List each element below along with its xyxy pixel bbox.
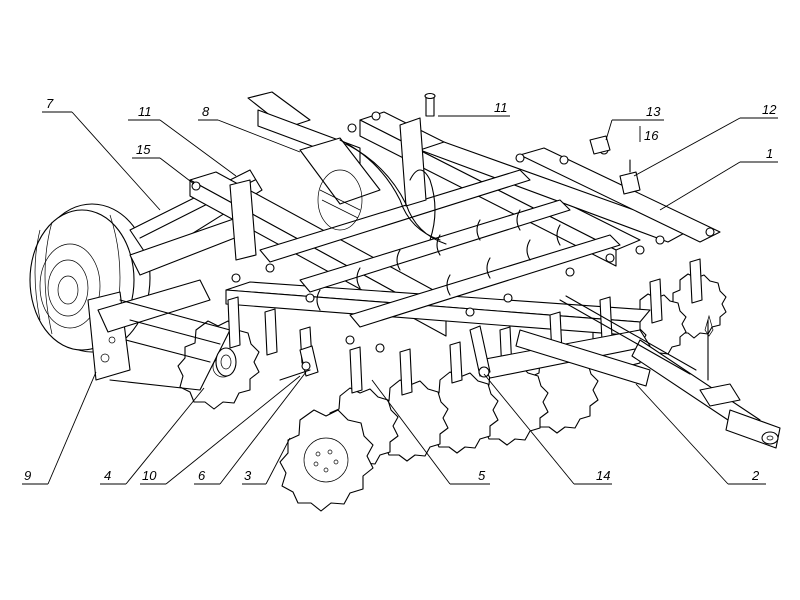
callout-7: 7 bbox=[46, 96, 54, 111]
callout-6: 6 bbox=[198, 468, 206, 483]
callout-16: 16 bbox=[644, 128, 659, 143]
callout-2: 2 bbox=[751, 468, 760, 483]
transport-wheel bbox=[29, 203, 151, 353]
leveler bbox=[279, 345, 319, 381]
callout-1: 1 bbox=[766, 146, 773, 161]
callout-4: 4 bbox=[104, 468, 111, 483]
callout-3: 3 bbox=[244, 468, 252, 483]
callout-labels: 7 11 8 11 13 16 12 1 15 9 4 10 6 3 5 14 … bbox=[24, 96, 777, 483]
hydraulic-linkage bbox=[299, 137, 447, 245]
callout-10: 10 bbox=[142, 468, 157, 483]
callout-13: 13 bbox=[646, 104, 661, 119]
inner-discs bbox=[316, 209, 561, 311]
callout-15: 15 bbox=[136, 142, 151, 157]
drawbar bbox=[479, 295, 781, 449]
support-strut bbox=[469, 325, 491, 378]
main-frame bbox=[189, 91, 721, 353]
callout-9: 9 bbox=[24, 468, 31, 483]
wheel-fork bbox=[87, 279, 231, 391]
callout-8: 8 bbox=[202, 104, 210, 119]
callout-11-left: 11 bbox=[138, 104, 152, 119]
callout-14: 14 bbox=[596, 468, 610, 483]
leader-lines bbox=[22, 111, 778, 485]
disc-hangers bbox=[215, 258, 703, 396]
callout-5: 5 bbox=[478, 468, 486, 483]
right-side-fittings bbox=[589, 135, 641, 195]
front-disc bbox=[279, 409, 374, 512]
callout-12: 12 bbox=[762, 102, 777, 117]
callout-11-right: 11 bbox=[494, 100, 508, 115]
top-pin bbox=[424, 92, 436, 117]
